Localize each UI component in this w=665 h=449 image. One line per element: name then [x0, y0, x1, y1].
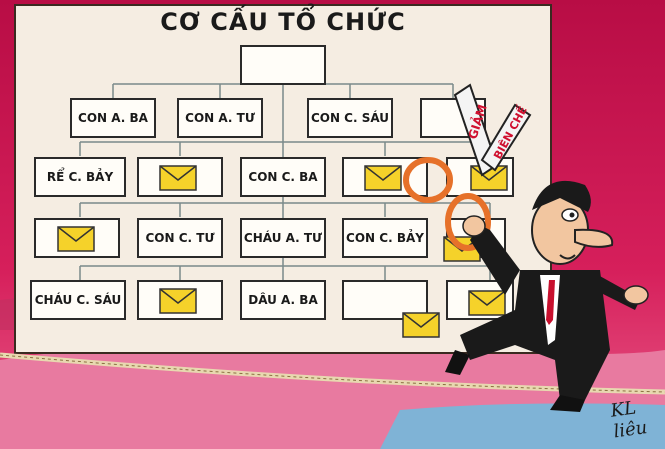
envelope-icon — [159, 165, 197, 191]
org-box: CHÁU A. TƯ — [240, 218, 326, 258]
chart-title: CƠ CẤU TỔ CHỨC — [160, 8, 406, 36]
artist-signature: KL liêu — [609, 397, 649, 443]
org-box: CON C. TƯ — [137, 218, 223, 258]
org-box: CON A. BA — [70, 98, 156, 138]
envelope-icon — [364, 165, 402, 191]
org-box: DÂU A. BA — [240, 280, 326, 320]
org-box: CON A. TƯ — [177, 98, 263, 138]
top-box — [240, 45, 326, 85]
org-box: CHÁU C. SÁU — [30, 280, 126, 320]
org-box: RỂ C. BẢY — [34, 157, 126, 197]
envelope-icon — [402, 312, 440, 338]
envelope-icon — [57, 226, 95, 252]
org-box: CON C. BA — [240, 157, 326, 197]
org-box: CON C. SÁU — [307, 98, 393, 138]
envelope-icon — [159, 288, 197, 314]
org-box — [137, 157, 223, 197]
org-box: CON C. BẢY — [342, 218, 428, 258]
envelope-icon — [468, 290, 506, 316]
